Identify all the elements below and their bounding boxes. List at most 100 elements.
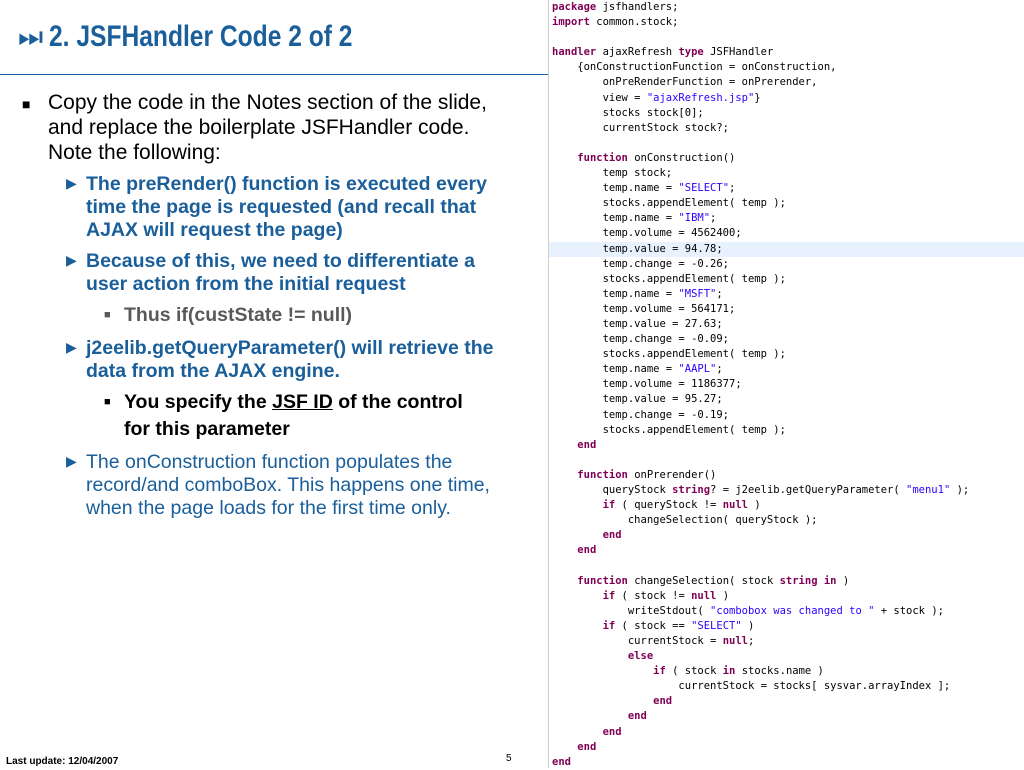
- code-line: changeSelection( queryStock );: [549, 513, 1024, 528]
- code-text: [552, 544, 577, 556]
- code-text: ajaxRefresh: [596, 46, 679, 59]
- code-line: stocks.appendElement( temp );: [549, 423, 1024, 438]
- square-bullet-icon: ■: [104, 396, 111, 408]
- triangle-bullet-icon: ▶: [66, 340, 77, 356]
- code-text: currentStock stock?;: [552, 121, 730, 134]
- code-line: temp.value = 95.27;: [549, 392, 1024, 407]
- code-line: end: [549, 694, 1024, 709]
- code-text: temp stock;: [552, 167, 673, 180]
- code-line: queryStock string? = j2eelib.getQueryPar…: [549, 483, 1024, 498]
- code-text: temp.change = -0.09;: [552, 333, 730, 346]
- code-text: ;: [710, 212, 717, 225]
- code-line: currentStock = null;: [549, 634, 1024, 649]
- code-editor-panel[interactable]: package jsfhandlers;import common.stock;…: [548, 0, 1024, 768]
- code-string: "MSFT": [678, 287, 717, 300]
- code-text: stocks.appendElement( temp );: [552, 348, 786, 361]
- bullet-list: ■ Copy the code in the Notes section of …: [0, 90, 548, 520]
- code-keyword: end: [552, 755, 571, 768]
- triangle-bullet-icon: ▶: [66, 454, 77, 470]
- code-text: [552, 620, 603, 632]
- code-text: currentStock = stocks[ sysvar.arrayIndex…: [552, 680, 951, 693]
- code-line: if ( stock == "SELECT" ): [549, 619, 1024, 634]
- code-line: end: [549, 755, 1024, 770]
- code-line: stocks.appendElement( temp );: [549, 272, 1024, 287]
- code-keyword: end: [653, 695, 673, 708]
- slide-title: ⏭ 2. JSFHandler Code 2 of 2: [18, 20, 419, 54]
- code-keyword: import: [552, 16, 590, 29]
- code-text: [552, 665, 653, 677]
- code-keyword: end: [602, 529, 622, 542]
- code-line: writeStdout( "combobox was changed to " …: [549, 604, 1024, 619]
- code-text: + stock );: [874, 604, 944, 617]
- code-text: ( stock ==: [615, 619, 692, 632]
- bullet-text: Thus if(custState != null): [124, 304, 353, 326]
- code-line: stocks.appendElement( temp );: [549, 196, 1024, 211]
- code-line: onPreRenderFunction = onPrerender,: [549, 75, 1024, 90]
- code-string: "combobox was changed to ": [710, 604, 875, 617]
- code-line: temp.change = -0.19;: [549, 408, 1024, 423]
- code-text: ): [836, 574, 850, 587]
- code-line: temp.name = "MSFT";: [549, 287, 1024, 302]
- code-text: changeSelection( queryStock );: [552, 514, 818, 527]
- code-text: onPreRenderFunction = onPrerender,: [552, 76, 818, 89]
- bullet-text-pre: You specify the: [124, 391, 273, 413]
- code-string: "ajaxRefresh.jsp": [646, 91, 755, 104]
- code-text: changeSelection( stock: [627, 574, 780, 587]
- code-text: temp.volume = 4562400;: [552, 227, 742, 240]
- code-line: end: [549, 709, 1024, 724]
- bullet-level2-prerender: ▶ The preRender() function is executed e…: [0, 173, 548, 242]
- code-keyword: if: [653, 665, 666, 678]
- code-line: end: [549, 725, 1024, 740]
- code-text: writeStdout(: [552, 604, 711, 617]
- code-line: else: [549, 649, 1024, 664]
- code-line: end: [549, 528, 1024, 543]
- title-divider: [0, 74, 548, 75]
- jsf-id-text: JSF ID: [272, 391, 333, 413]
- code-keyword: type: [678, 46, 704, 59]
- code-text: [552, 469, 577, 481]
- code-line: temp.volume = 1186377;: [549, 377, 1024, 392]
- code-text: JSFHandler: [703, 46, 774, 59]
- code-text: ;: [747, 634, 755, 647]
- code-text: temp.change = -0.19;: [552, 408, 730, 421]
- triangle-bullet-icon: ▶: [66, 176, 77, 192]
- code-text: temp.volume = 564171;: [552, 302, 736, 315]
- code-text: [552, 726, 603, 738]
- code-text: ): [741, 619, 755, 632]
- bullet-text: The onConstruction function populates th…: [86, 451, 490, 519]
- triangle-bullet-icon: ▶: [66, 253, 77, 269]
- code-line: temp.value = 94.78;: [549, 241, 1024, 257]
- code-text: ): [716, 589, 730, 602]
- code-keyword: end: [577, 544, 597, 557]
- code-text: [552, 439, 577, 451]
- code-line: {onConstructionFunction = onConstruction…: [549, 60, 1024, 75]
- code-keyword: null: [722, 499, 748, 512]
- code-line: [549, 453, 1024, 468]
- code-line: temp.volume = 564171;: [549, 302, 1024, 317]
- code-keyword: in: [722, 665, 736, 678]
- bullet-text: Because of this, we need to differentiat…: [86, 250, 476, 295]
- bullet-text: j2eelib.getQueryParameter() will retriev…: [86, 337, 494, 382]
- code-line: temp.volume = 4562400;: [549, 226, 1024, 241]
- code-keyword: end: [577, 438, 597, 451]
- code-keyword: null: [691, 589, 717, 602]
- code-text: [552, 650, 628, 662]
- code-string: "SELECT": [691, 619, 742, 632]
- code-line: function changeSelection( stock string i…: [549, 574, 1024, 589]
- code-text: [552, 590, 603, 602]
- bullet-level2-onconstruction: ▶ The onConstruction function populates …: [0, 451, 548, 520]
- bullet-text: Copy the code in the Notes section of th…: [48, 91, 487, 164]
- page-title: 2. JSFHandler Code 2 of 2: [49, 20, 353, 53]
- code-line: temp stock;: [549, 166, 1024, 181]
- code-keyword: if: [602, 499, 616, 512]
- code-text: temp.name =: [552, 212, 679, 225]
- code-keyword: if: [602, 619, 616, 632]
- code-text: temp.value = 95.27;: [552, 393, 723, 406]
- bullet-text-post: of the control for this parameter: [124, 391, 463, 440]
- square-bullet-icon: ■: [22, 96, 31, 112]
- code-keyword: string: [779, 574, 818, 587]
- code-line: temp.name = "SELECT";: [549, 181, 1024, 196]
- code-text: ;: [716, 363, 723, 376]
- code-keyword: end: [627, 710, 647, 723]
- code-string: "IBM": [678, 212, 711, 225]
